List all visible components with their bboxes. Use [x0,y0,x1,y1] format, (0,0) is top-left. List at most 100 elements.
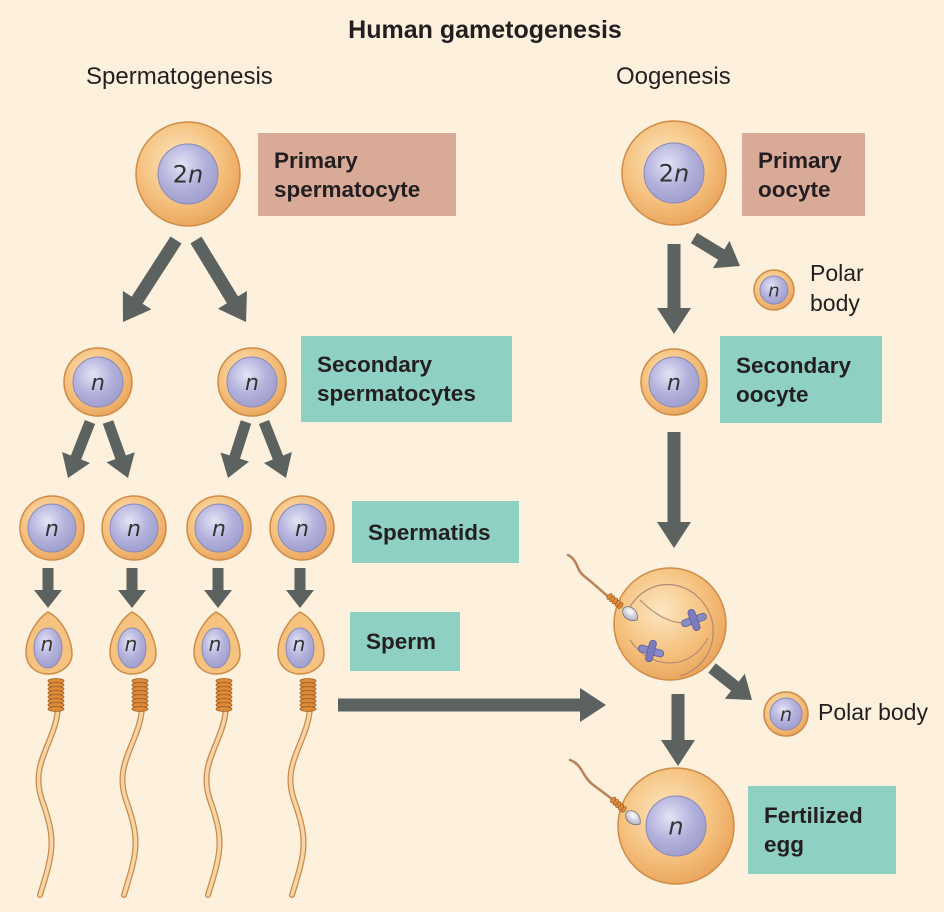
label-polar-body-1: Polar body [810,258,864,318]
label-line: Primary [758,147,842,173]
label-secondary-oocyte: Secondary oocyte [720,336,882,423]
primary-oocyte-cell: 2n [621,120,727,226]
spermatid-cell: n [101,495,167,561]
label-line: spermatocyte [274,176,421,202]
label-fertilized-egg: Fertilized egg [748,786,896,874]
label-spermatids: Spermatids [352,501,519,563]
section-heading-oogenesis: Oogenesis [616,63,731,90]
arrow-to-spermatid-2 [102,420,135,478]
sperm-cell: n [109,611,157,898]
nucleus [109,503,159,553]
ploidy-label: n [209,632,222,656]
nucleus [27,503,77,553]
ploidy-label: n [295,517,309,542]
nucleus [645,795,707,857]
sperm-tail [568,758,618,804]
ploidy-label: 2n [173,161,204,189]
sperm-tail-highlight [204,698,228,897]
sperm-midpiece-coil [47,706,65,712]
sperm-midpiece-coil [131,706,149,712]
polar-body-cell: n [753,269,795,311]
spermatid-cell: n [269,495,335,561]
arrow-sperm-to-egg [338,688,606,722]
label-sperm: Sperm [350,612,460,671]
label-line: Spermatids [368,519,491,545]
ploidy-label: n [127,517,141,542]
arrow-to-secondary-left [122,236,182,322]
sperm-nucleus [117,627,147,669]
nucleus [277,503,327,553]
sperm-midpiece [610,796,641,826]
sperm-midpiece-coil [606,593,613,600]
chromatid [645,639,657,663]
sperm-cell: n [25,611,73,898]
chromosome-icon [637,639,665,663]
nucleus [643,142,705,204]
arrow-to-oocyte-meiosis [657,432,691,548]
sperm-nucleus [285,627,315,669]
label-line: Primary [274,147,358,173]
arrow-to-secondary-oocyte [657,244,691,334]
arrow-to-sperm-3 [204,568,232,608]
sperm-nucleus [33,627,63,669]
nucleus [226,356,278,408]
ploidy-label: n [91,371,105,396]
spindle-fiber [629,637,709,664]
label-line: Sperm [366,629,437,654]
spindle-fiber [627,583,714,677]
nucleus [759,275,789,305]
arrow-to-sperm-1 [34,568,62,608]
arrow-to-fertilized-egg [661,694,695,766]
label-secondary-spermatocytes: Secondary spermatocytes [301,336,512,422]
label-line: oocyte [736,381,809,407]
label-primary-oocyte: Primary oocyte [742,133,865,216]
ploidy-label: n [45,517,59,542]
label-line: egg [764,832,805,857]
fertilized-egg-cell: n [617,767,735,885]
label-line: Secondary [736,352,852,378]
sperm-entering-egg [568,758,641,826]
chromatid [687,609,701,631]
secondary-spermatocyte-cell: n [63,347,133,417]
chromosome-icon [681,609,707,631]
sperm-tail [566,553,612,600]
ploidy-label: n [667,371,681,396]
ploidy-label: n [293,632,306,656]
section-heading-spermatogenesis: Spermatogenesis [86,63,273,90]
label-primary-spermatocyte: Primary spermatocyte [258,133,456,216]
nucleus [769,697,803,731]
ploidy-label: n [668,813,683,841]
sperm-midpiece [606,593,638,621]
label-line: spermatocytes [317,381,476,406]
nucleus [648,356,700,408]
sperm-tail-highlight [288,698,312,897]
arrow-to-polar-body-2 [708,663,752,700]
ploidy-label: n [125,632,138,656]
sperm-midpiece-coil [215,706,233,712]
oocyte-meiosis-cell [613,567,727,681]
sperm-midpiece-coil [299,706,317,712]
nucleus [157,143,219,205]
secondary-spermatocyte-cell: n [217,347,287,417]
sperm-head [625,810,641,826]
arrow-to-spermatid-3 [220,420,252,478]
sperm-entering-oocyte [566,553,638,621]
sperm-midpiece-coil [610,796,617,804]
sperm-cell: n [193,611,241,898]
spermatid-cell: n [186,495,252,561]
ploidy-label: n [768,280,779,301]
label-line: Fertilized [764,803,863,828]
label-line: Polar [810,260,864,286]
sperm-tail-highlight [36,698,60,897]
sperm-nucleus [201,627,231,669]
arrow-to-spermatid-1 [62,420,96,478]
spermatid-cell: n [19,495,85,561]
label-line: oocyte [758,176,831,202]
nucleus [72,356,124,408]
sperm-tail-highlight [120,698,144,897]
secondary-oocyte-cell: n [640,348,708,416]
arrow-to-sperm-4 [286,568,314,608]
sperm-head [622,606,638,621]
polar-body-cell: n [763,691,809,737]
